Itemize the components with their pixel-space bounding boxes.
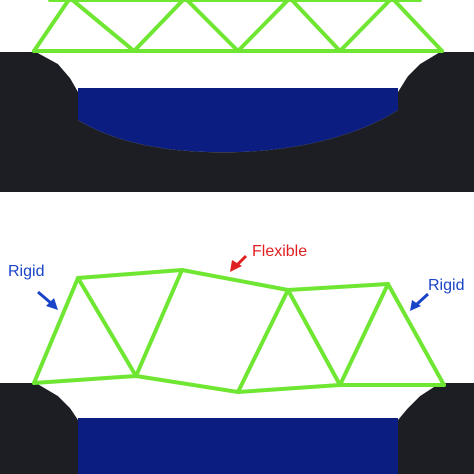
bottom-web-4 (286, 288, 342, 387)
bottom-web-1 (76, 276, 138, 378)
bottom-truss (32, 268, 446, 394)
label-rigid-right: Rigid (428, 277, 464, 294)
arrow-flexible (230, 254, 248, 272)
bottom-left-end (32, 276, 80, 385)
bottom-panel: Rigid Flexible Rigid (0, 243, 474, 474)
bottom-ground (0, 383, 474, 474)
bottom-web-3 (236, 288, 290, 394)
top-deck-gap (36, 52, 440, 88)
bottom-top-chord (76, 268, 390, 292)
bottom-web-5 (338, 282, 390, 387)
top-water (78, 88, 398, 153)
top-truss (32, 0, 444, 53)
top-ground (0, 52, 474, 192)
bottom-web-2 (134, 268, 184, 378)
bottom-deck-gap (36, 383, 440, 418)
bottom-right-end (386, 282, 446, 387)
top-panel (0, 0, 474, 192)
top-web (32, 0, 444, 53)
label-rigid-left: Rigid (8, 263, 44, 280)
bottom-water (78, 412, 398, 474)
arrow-rigid-right (410, 292, 430, 311)
label-flexible: Flexible (252, 243, 307, 260)
arrow-rigid-left (37, 290, 58, 310)
